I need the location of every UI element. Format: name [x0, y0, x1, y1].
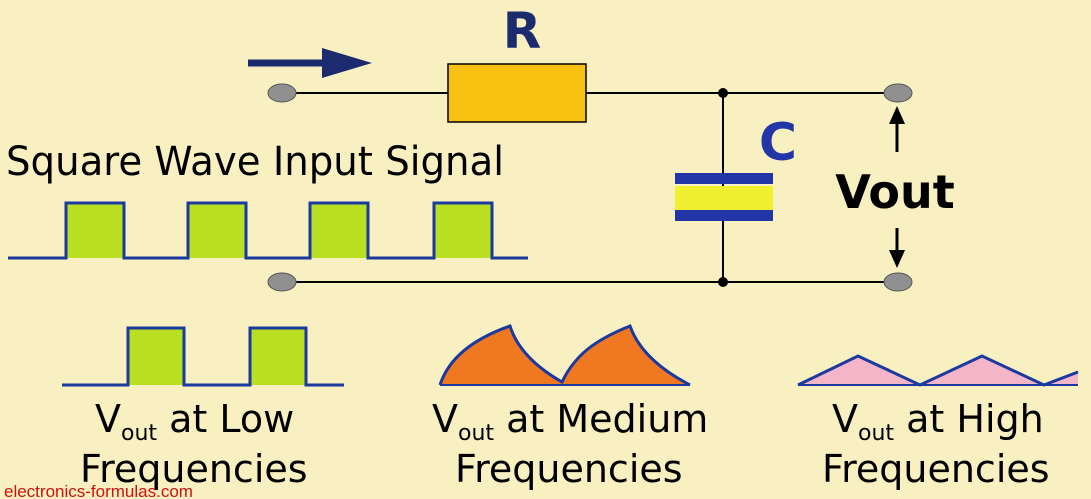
watermark: electronics-formulas.com [4, 482, 193, 499]
capacitor [675, 173, 773, 221]
input-terminal-top [267, 83, 297, 103]
low-frequency-output [62, 326, 344, 387]
arrow-down-icon [889, 228, 905, 268]
caption-high-line2: Frequencies [822, 447, 1050, 491]
input-square-wave [8, 201, 528, 260]
caption-medium-line1: Vout at Medium [432, 397, 708, 446]
arrow-up-icon [889, 106, 905, 152]
resistor-label: R [503, 2, 542, 60]
high-frequency-output [797, 354, 1079, 387]
capacitor-label: C [759, 113, 797, 173]
resistor [447, 63, 587, 123]
input-signal-title: Square Wave Input Signal [6, 139, 504, 185]
caption-medium-line2: Frequencies [455, 447, 683, 491]
output-terminal-top [883, 83, 913, 103]
junction-top [718, 88, 728, 98]
output-terminal-bottom [883, 272, 913, 292]
arrow-right-icon [248, 48, 372, 78]
vout-label: Vout [835, 165, 954, 219]
caption-high-line1: Vout at High [832, 397, 1044, 446]
junction-bottom [718, 277, 728, 287]
caption-low-line2: Frequencies [80, 447, 308, 491]
input-terminal-bottom [267, 272, 297, 292]
caption-low-line1: Vout at Low [95, 397, 294, 446]
medium-frequency-output [438, 324, 691, 387]
